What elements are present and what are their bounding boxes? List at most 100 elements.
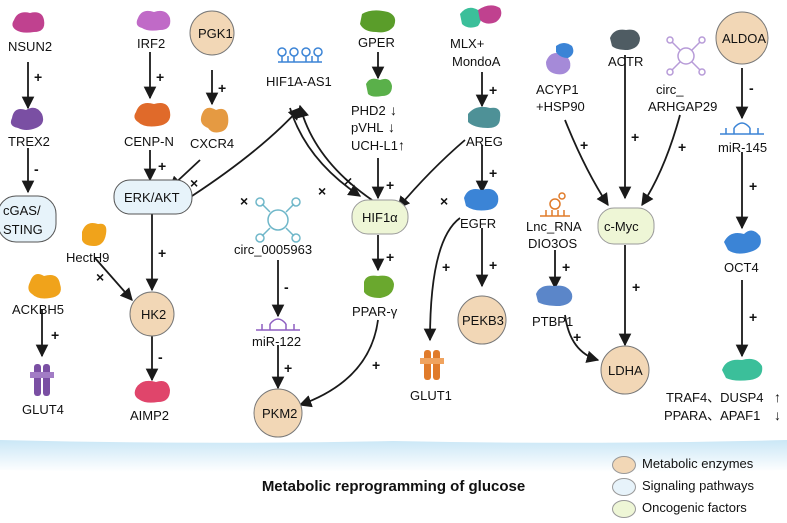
node-cmyc: c-Myc xyxy=(604,219,639,234)
acyp1-hsp90-protein-icon xyxy=(546,43,574,75)
sign-hif1aas1-a: × xyxy=(318,183,326,199)
edges xyxy=(21,52,749,408)
edge-circarh-cmyc xyxy=(641,114,681,207)
sign-circarh-cmyc: + xyxy=(678,139,686,155)
edge-pparg-pkm2 xyxy=(298,319,379,408)
phd2-down-arrow: ↓ xyxy=(390,102,397,118)
sign-irf2-cenpn: + xyxy=(156,69,164,85)
ppara-down-arrow: ↓ xyxy=(774,407,781,423)
traf4-up-arrow: ↑ xyxy=(774,389,781,405)
node-pgk1: PGK1 xyxy=(198,26,233,41)
node-irf2: IRF2 xyxy=(137,36,165,51)
circarhgap29-circrna-icon xyxy=(666,36,706,76)
node-phd2: PHD2 xyxy=(351,103,386,118)
mir122-mirna-icon xyxy=(256,318,300,331)
sign-mondoa-areg: + xyxy=(489,82,497,98)
node-gper: GPER xyxy=(358,35,395,50)
sign-acyp1-cmyc: + xyxy=(580,137,588,153)
sign-aldoa-mir145: - xyxy=(749,80,754,96)
erkakt-signaling-box xyxy=(113,179,193,215)
node-cxcr4: CXCR4 xyxy=(190,136,234,151)
node-hecth9: HectH9 xyxy=(66,250,109,265)
node-aimp2: AIMP2 xyxy=(130,408,169,423)
node-circ0005963: circ_0005963 xyxy=(234,242,312,257)
node-pvhl: pVHL xyxy=(351,120,384,135)
sign-erkakt-hk2: + xyxy=(158,245,166,261)
legend-swatch-metabolic xyxy=(612,456,636,474)
node-mir145: miR-145 xyxy=(718,140,767,155)
cxcr4-protein-icon xyxy=(200,107,229,133)
node-hsp90: +HSP90 xyxy=(536,99,585,114)
sign-cxcr4-erkakt: × xyxy=(190,175,198,191)
node-erkakt: ERK/AKT xyxy=(124,190,180,205)
sign-pgk1-cxcr4: + xyxy=(218,80,226,96)
hif1a-oncogenic-box xyxy=(351,199,409,235)
hecth9-protein-icon xyxy=(82,223,107,246)
node-actr: ACTR xyxy=(608,54,643,69)
node-hif1a-as1: HIF1A-AS1 xyxy=(266,74,332,89)
circ0005963-circrna-icon xyxy=(255,197,301,243)
diagram-title: Metabolic reprogramming of glucose xyxy=(261,478,526,495)
sign-pparg-pkm2: + xyxy=(372,357,380,373)
bottom-wave-band xyxy=(0,440,787,472)
node-mlx2: MondoA xyxy=(452,54,501,69)
node-lnc2: DIO3OS xyxy=(528,236,577,251)
node-cenpn: CENP-N xyxy=(124,134,174,149)
node-aldoa: ALDOA xyxy=(722,31,766,46)
sign-ptbp1-ldha: + xyxy=(573,329,581,345)
sign-hecth9-hk2: × xyxy=(96,269,104,285)
edge-signs: + - + + + + × + × - × × × - + + + + + × … xyxy=(34,69,757,376)
hif1a-as1-rna-icon xyxy=(277,47,323,63)
legend: Metabolic enzymes Signaling pathways Onc… xyxy=(612,454,787,520)
sign-oct4-traf4: + xyxy=(749,309,757,325)
node-areg: AREG xyxy=(466,134,503,149)
node-uchl1: UCH-L1 xyxy=(351,138,398,153)
legend-swatch-oncogenic xyxy=(612,500,636,518)
node-lnc1: Lnc_RNA xyxy=(526,219,582,234)
node-glut1: GLUT1 xyxy=(410,388,452,403)
cgas-sting-signaling-box xyxy=(0,195,57,243)
sign-egfr-glut1: + xyxy=(442,259,450,275)
node-circ-arh2: ARHGAP29 xyxy=(648,99,717,114)
edge-hif1a-hif1aas1-b xyxy=(296,104,373,201)
node-oct4: OCT4 xyxy=(724,260,759,275)
node-pparg: PPAR-γ xyxy=(352,304,398,319)
edge-egfr-glut1 xyxy=(423,217,461,342)
uchl1-up-arrow: ↑ xyxy=(398,137,405,153)
legend-item-metabolic: Metabolic enzymes xyxy=(612,454,787,476)
egfr-protein-icon xyxy=(464,188,499,211)
legend-swatch-signaling xyxy=(612,478,636,496)
node-ppara: PPARA、APAF1 xyxy=(664,408,760,423)
actr-protein-icon xyxy=(610,29,640,50)
edge-ptbp1-ldha xyxy=(564,314,600,363)
legend-label-oncogenic: Oncogenic factors xyxy=(642,500,747,515)
edge-acyp1-cmyc xyxy=(564,119,609,207)
sign-mir122-pkm2: + xyxy=(284,360,292,376)
trex2-protein-icon xyxy=(10,107,44,130)
hk2-enzyme-node xyxy=(129,291,175,337)
node-hk2: HK2 xyxy=(141,307,166,322)
legend-item-oncogenic: Oncogenic factors xyxy=(612,498,787,520)
node-egfr: EGFR xyxy=(460,216,496,231)
node-traf4: TRAF4、DUSP4 xyxy=(666,390,764,405)
pkm2-enzyme-node xyxy=(253,388,303,438)
nsun2-protein-icon xyxy=(12,12,45,33)
phd2-protein-icon xyxy=(366,78,392,97)
edge-areg-hif1a xyxy=(397,139,466,209)
aimp2-protein-icon xyxy=(134,380,170,403)
legend-label-signaling: Signaling pathways xyxy=(642,478,755,493)
legend-label-metabolic: Metabolic enzymes xyxy=(642,456,754,471)
edge-hecth9-hk2 xyxy=(94,257,133,301)
lnc-rna-icon xyxy=(540,192,570,217)
sign-hif1aas1-b: × xyxy=(344,173,352,189)
node-sting: STING xyxy=(3,222,43,237)
node-circ-arh1: circ_ xyxy=(656,82,684,97)
node-acyp1: ACYP1 xyxy=(536,82,579,97)
node-ackbh5: ACKBH5 xyxy=(12,302,64,317)
oct4-protein-icon xyxy=(724,230,761,254)
node-pekb3: PEKB3 xyxy=(462,313,504,328)
sign-hif1a-pparg: + xyxy=(386,249,394,265)
node-hif1a: HIF1α xyxy=(362,210,398,225)
pekb3-enzyme-node xyxy=(457,295,507,345)
